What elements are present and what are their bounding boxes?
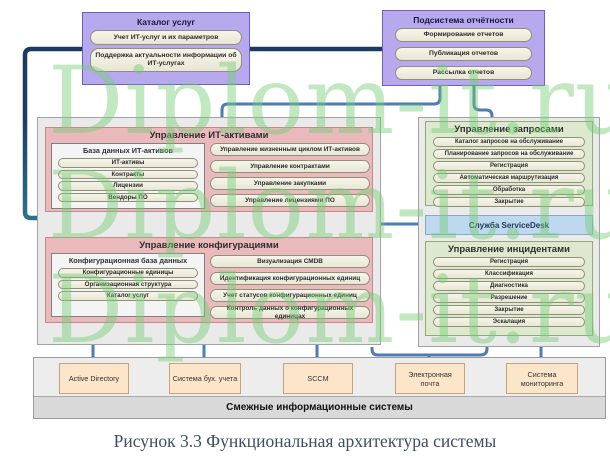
it-assets-title: Управление ИТ-активами xyxy=(149,130,269,141)
reporting-subsystem-title: Подсистема отчётности xyxy=(413,15,514,25)
incident-function: Разрешение xyxy=(433,293,585,303)
asset-db-item: Вендоры ПО xyxy=(58,192,198,202)
incident-function: Регистрация xyxy=(433,257,585,267)
asset-function: Управление контрактами xyxy=(210,160,370,173)
incident-function: Закрытие xyxy=(433,305,585,315)
reporting-function: Публикация отчетов xyxy=(395,47,532,61)
reporting-function: Формирование отчетов xyxy=(395,28,532,42)
asset-db-item: Контракты xyxy=(58,169,198,179)
connector-reporting-left xyxy=(220,86,442,118)
asset-db-item: Лицензии xyxy=(58,181,198,191)
config-function: Контроль данных о конфигурационных едини… xyxy=(210,305,370,320)
incident-function: Диагностика xyxy=(433,281,585,291)
configuration-title: Управление конфигурациями xyxy=(139,240,279,251)
external-system-monitoring: Система мониторинга xyxy=(506,363,578,394)
requests-title: Управление запросами xyxy=(454,124,564,135)
it-assets-functions: Управление жизненным циклом ИТ-активов У… xyxy=(210,143,370,207)
service-catalog-block: Каталог услуг Учет ИТ-услуг и их парамет… xyxy=(82,12,250,85)
catalog-function: Учет ИТ-услуг и их параметров xyxy=(90,30,242,45)
configuration-functions: Визуализация CMDB Идентификация конфигур… xyxy=(210,255,370,320)
external-system-accounting: Система бух. учета xyxy=(169,363,241,394)
asset-db-item: ИТ-активы xyxy=(58,158,198,168)
incident-function: Классификация xyxy=(433,269,585,279)
request-function: Закрытие xyxy=(433,197,585,207)
configuration-database-title: Конфигурационная база данных xyxy=(68,256,188,265)
request-function: Обработка xyxy=(433,185,585,195)
config-function: Визуализация CMDB xyxy=(210,255,370,268)
connector-reporting-right xyxy=(472,86,494,118)
connector-catalog-reporting xyxy=(22,46,382,221)
request-function: Каталог запросов на обслуживание xyxy=(433,137,585,147)
reporting-subsystem-block: Подсистема отчётности Формирование отчет… xyxy=(382,10,545,86)
servicedesk-block: Служба ServiceDesk xyxy=(425,215,593,235)
figure-caption: Рисунок 3.3 Функциональная архитектура с… xyxy=(113,431,497,451)
asset-function: Управление жизненным циклом ИТ-активов xyxy=(210,143,370,156)
catalog-function: Поддержка актуальности информации об ИТ-… xyxy=(90,48,242,72)
incident-function: Эскалация xyxy=(433,317,585,327)
asset-function: Управление лицензиями ПО xyxy=(210,194,370,207)
reporting-function: Рассылка отчетов xyxy=(395,66,532,80)
asset-function: Управление закупками xyxy=(210,177,370,190)
external-system-email: Электронная почта xyxy=(395,363,465,394)
it-assets-database-title: База данных ИТ-активов xyxy=(82,146,174,155)
service-catalog-title: Каталог услуг xyxy=(136,17,196,27)
it-assets-section: Управление ИТ-активами База данных ИТ-ак… xyxy=(45,127,373,212)
configuration-section: Управление конфигурациями Конфигурационн… xyxy=(45,237,373,323)
config-function: Идентификация конфигурационных единиц xyxy=(210,272,370,285)
connector-email-brace xyxy=(370,347,489,357)
external-system-sccm: SCCM xyxy=(283,363,353,394)
it-assets-database: База данных ИТ-активов ИТ-активы Контрак… xyxy=(51,143,205,209)
config-db-item: Каталог услуг xyxy=(58,291,198,301)
request-function: Автоматическая маршрутизация xyxy=(433,173,585,183)
config-function: Учет статусов конфигурационных единиц xyxy=(210,289,370,302)
config-db-item: Конфигурационные единицы xyxy=(58,268,198,278)
external-systems-band: Active Directory Система бух. учета SCCM… xyxy=(33,357,606,419)
requests-section: Управление запросами Каталог запросов на… xyxy=(425,121,593,207)
request-function: Планирование запросов на обслуживание xyxy=(433,149,585,159)
external-systems-label: Смежные информационные системы xyxy=(34,396,605,418)
request-function: Регистрация xyxy=(433,161,585,171)
configuration-database: Конфигурационная база данных Конфигураци… xyxy=(51,253,205,317)
incidents-section: Управление инцидентами Регистрация Класс… xyxy=(425,241,593,336)
external-system-active-directory: Active Directory xyxy=(59,363,129,394)
config-db-item: Организационная структура xyxy=(58,279,198,289)
incidents-title: Управление инцидентами xyxy=(448,244,570,255)
